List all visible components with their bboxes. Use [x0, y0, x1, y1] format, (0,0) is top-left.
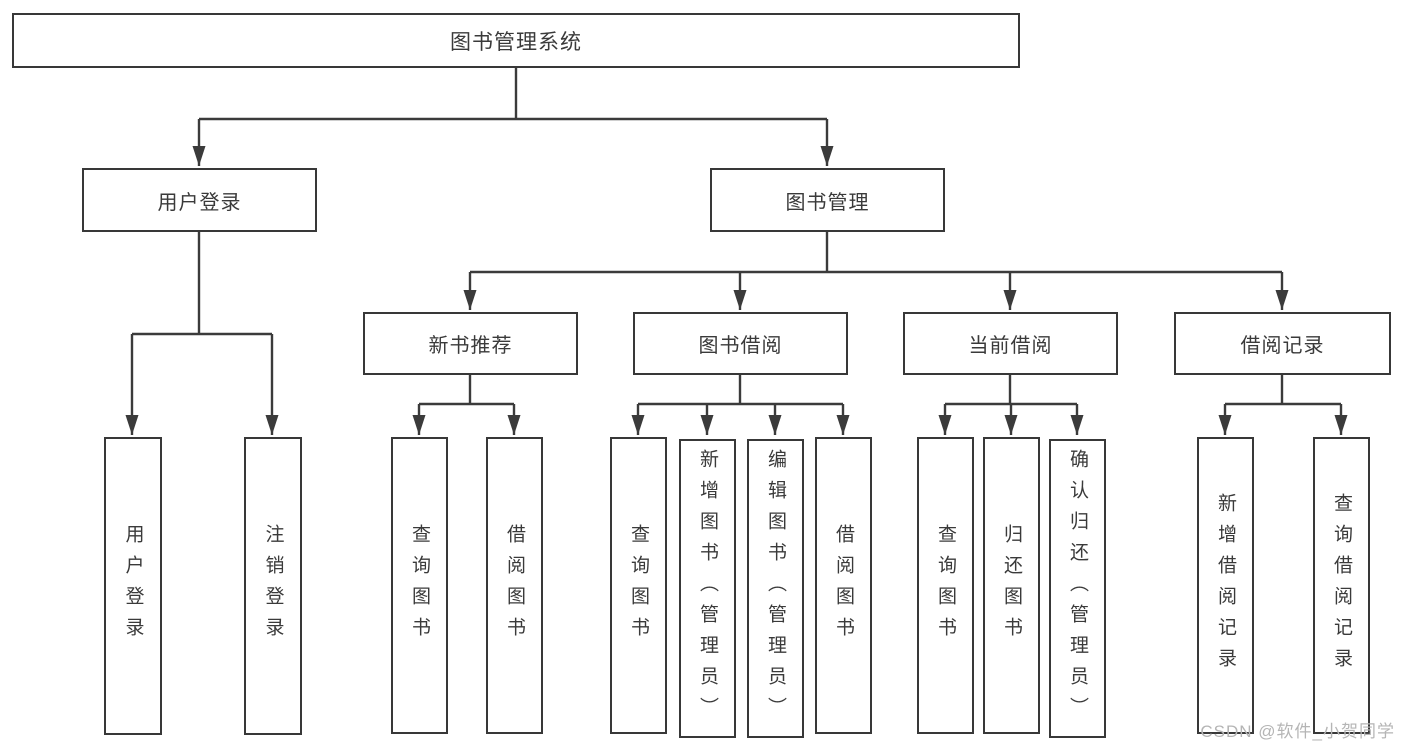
- leaf-newbook-query: 查询图书: [391, 437, 448, 734]
- leaf-logout: 注销登录: [244, 437, 302, 735]
- node-root-system: 图书管理系统: [12, 13, 1020, 68]
- leaf-current-query-book: 查询图书: [917, 437, 974, 734]
- node-book-borrow: 图书借阅: [633, 312, 848, 375]
- node-current-borrow: 当前借阅: [903, 312, 1118, 375]
- leaf-borrow-query-book: 查询图书: [610, 437, 667, 734]
- leaf-user-login: 用户登录: [104, 437, 162, 735]
- leaf-borrow-add-book-admin: 新增图书（管理员）: [679, 439, 736, 738]
- leaf-borrow-edit-book-admin: 编辑图书（管理员）: [747, 439, 804, 738]
- leaf-borrow-borrow-book: 借阅图书: [815, 437, 872, 734]
- leaf-record-query: 查询借阅记录: [1313, 437, 1370, 734]
- node-book-management-branch: 图书管理: [710, 168, 945, 232]
- csdn-watermark: CSDN @软件_小贺同学: [1200, 722, 1395, 741]
- node-new-book-recommend: 新书推荐: [363, 312, 578, 375]
- leaf-record-add: 新增借阅记录: [1197, 437, 1254, 734]
- leaf-current-confirm-return-admin: 确认归还（管理员）: [1049, 439, 1106, 738]
- node-borrow-record: 借阅记录: [1174, 312, 1391, 375]
- leaf-current-return-book: 归还图书: [983, 437, 1040, 734]
- leaf-newbook-borrow: 借阅图书: [486, 437, 543, 734]
- node-user-login-branch: 用户登录: [82, 168, 317, 232]
